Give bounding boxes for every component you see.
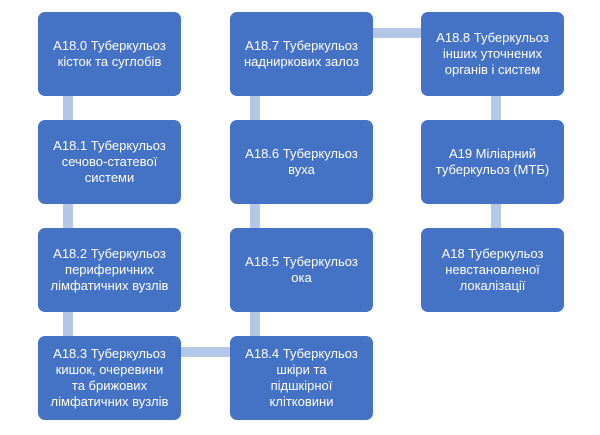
- node-a18: А18 Туберкульоз невстановленої локалізац…: [421, 228, 564, 312]
- connector-a18-0-a18-1: [63, 96, 73, 120]
- connector-a18-8-a19: [491, 96, 501, 120]
- node-a18-3: А18.3 Туберкульоз кишок, очеревини та бр…: [38, 336, 181, 420]
- node-a18-2: А18.2 Туберкульоз периферичних лімфатичн…: [38, 228, 181, 312]
- node-a19: А19 Міліарний туберкульоз (МТБ): [421, 120, 564, 204]
- connector-a18-1-a18-2: [63, 204, 73, 228]
- connector-a19-a18: [491, 204, 501, 228]
- node-a18-7: А18.7 Туберкульоз надниркових залоз: [230, 12, 373, 96]
- node-a18-5: А18.5 Туберкульоз ока: [230, 228, 373, 312]
- connector-a18-4-a18-5: [250, 312, 260, 336]
- connector-a18-6-a18-7: [250, 96, 260, 120]
- connector-a18-7-a18-8: [373, 28, 421, 38]
- node-a18-0: А18.0 Туберкульоз кісток та суглобів: [38, 12, 181, 96]
- node-a18-8: А18.8 Туберкульоз інших уточнених органі…: [421, 12, 564, 96]
- connector-a18-5-a18-6: [250, 204, 260, 228]
- connector-a18-2-a18-3: [63, 312, 73, 336]
- node-a18-1: А18.1 Туберкульоз сечово-статевої систем…: [38, 120, 181, 204]
- node-a18-4: А18.4 Туберкульоз шкіри та підшкірної кл…: [230, 336, 373, 420]
- node-a18-6: А18.6 Туберкульоз вуха: [230, 120, 373, 204]
- connector-a18-3-a18-4: [180, 347, 230, 357]
